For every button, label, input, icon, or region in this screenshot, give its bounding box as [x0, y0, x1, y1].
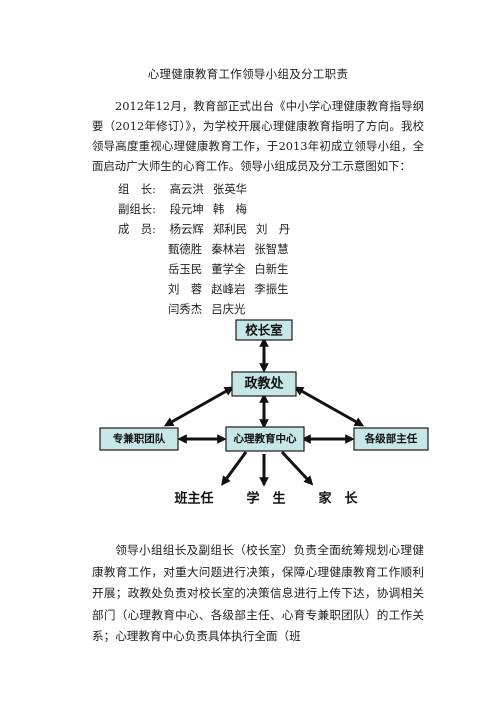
arrow-political-team	[163, 386, 235, 427]
closing-paragraph: 领导小组组长及副组长（校长室）负责全面统筹规划心理健康教育工作，对重大问题进行决…	[92, 540, 424, 648]
member-name: 赵峰岩	[211, 282, 246, 296]
deputy-label: 副组长:	[118, 202, 157, 216]
member-name: 董学全	[211, 262, 246, 276]
member-name: 吕庆光	[211, 302, 246, 316]
political-office-label: 政教处	[244, 376, 284, 392]
member-name: 刘 丹	[256, 222, 291, 236]
intro-text: 2012年12月，教育部正式出台《中小学心理健康教育指导纲要（2012年修订）》…	[92, 99, 424, 173]
deputy-name: 韩 梅	[212, 202, 247, 216]
principal-office-node: 校长室	[235, 319, 293, 341]
principal-office-label: 校长室	[245, 323, 283, 338]
member-name: 白新生	[254, 262, 289, 276]
team-node: 专兼职团队	[99, 427, 179, 451]
member-name: 甄德胜	[168, 242, 203, 256]
member-name: 杨云辉	[169, 222, 204, 236]
org-chart: 校长室 政教处 专兼职团队 心理教育中心 各级部主任 班主任 学 生 家 长	[99, 319, 429, 507]
leader-label: 组 长:	[118, 182, 157, 196]
members-row: 成 员: 杨云辉郑利民刘 丹	[118, 221, 299, 237]
center-node: 心理教育中心	[225, 426, 305, 452]
student-label: 学 生	[246, 491, 285, 507]
leader-name: 张英华	[212, 182, 247, 196]
member-name: 郑利民	[212, 222, 247, 236]
members-row: 闫秀杰吕庆光	[168, 301, 254, 317]
grade-heads-node: 各级部主任	[353, 427, 429, 451]
center-label: 心理教育中心	[234, 432, 297, 445]
member-name: 闫秀杰	[168, 302, 203, 316]
deputy-name: 段元坤	[169, 202, 204, 216]
parent-label: 家 长	[318, 491, 358, 507]
leader-row: 组 长: 高云洪张英华	[118, 181, 256, 197]
class-teacher-label: 班主任	[174, 491, 213, 507]
member-name: 岳玉民	[168, 262, 203, 276]
members-row: 甄德胜秦林岩张智慧	[168, 241, 298, 257]
member-name: 李振生	[254, 282, 289, 296]
grade-heads-label: 各级部主任	[364, 432, 418, 445]
arrow-center-class-teacher	[221, 451, 248, 486]
member-name: 刘 蓉	[168, 282, 203, 296]
intro-paragraph: 2012年12月，教育部正式出台《中小学心理健康教育指导纲要（2012年修订）》…	[92, 96, 424, 176]
deputy-row: 副组长: 段元坤韩 梅	[118, 201, 256, 217]
team-label: 专兼职团队	[113, 432, 166, 445]
political-office-node: 政教处	[231, 371, 297, 397]
members-row: 刘 蓉赵峰岩李振生	[168, 281, 298, 297]
arrow-political-grade-heads	[293, 386, 365, 427]
document-title: 心理健康教育工作领导小组及分工职责	[147, 67, 349, 81]
members-row: 岳玉民董学全白新生	[168, 261, 298, 277]
member-name: 张智慧	[254, 242, 289, 256]
member-name: 秦林岩	[211, 242, 246, 256]
closing-text: 领导小组组长及副组长（校长室）负责全面统筹规划心理健康教育工作，对重大问题进行决…	[92, 543, 424, 643]
leader-name: 高云洪	[169, 182, 204, 196]
arrow-center-parent	[280, 450, 314, 486]
members-label: 成 员:	[118, 222, 157, 236]
